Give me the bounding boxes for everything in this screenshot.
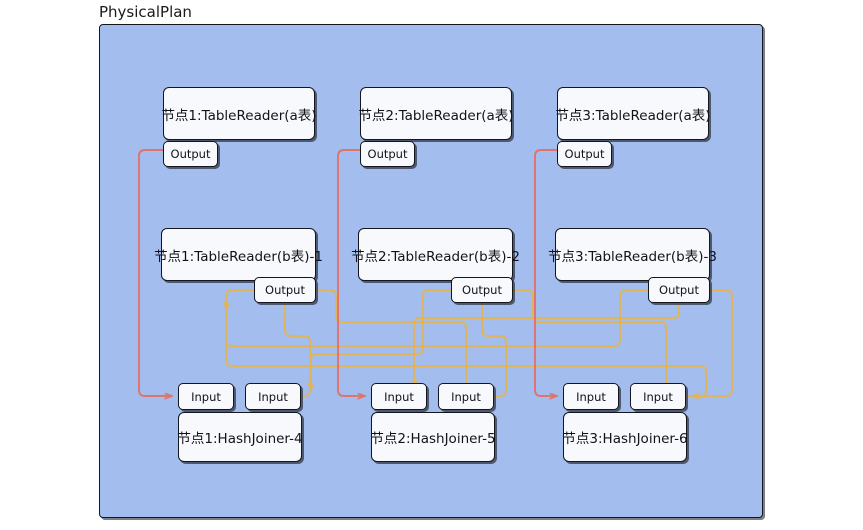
port-input-h3-2-label: Input <box>643 389 673 404</box>
port-output-b1[interactable]: Output <box>254 277 316 303</box>
port-input-h1-2[interactable]: Input <box>245 383 301 410</box>
node-h3[interactable]: 节点3:HashJoiner-6 <box>562 412 688 462</box>
port-output-b2[interactable]: Output <box>451 277 513 303</box>
node-a2-label: 节点2:TableReader(a表) <box>358 107 514 124</box>
port-output-a1-label: Output <box>170 147 211 161</box>
node-a3-label: 节点3:TableReader(a表) <box>555 107 711 124</box>
node-a1-label: 节点1:TableReader(a表) <box>161 107 317 124</box>
port-input-h2-2[interactable]: Input <box>438 383 494 410</box>
port-input-h1-1-label: Input <box>191 389 221 404</box>
node-b3[interactable]: 节点3:TableReader(b表)-3 <box>548 228 717 281</box>
node-b1[interactable]: 节点1:TableReader(b表)-1 <box>154 228 323 281</box>
node-h1[interactable]: 节点1:HashJoiner-4 <box>177 412 303 462</box>
node-b2[interactable]: 节点2:TableReader(b表)-2 <box>351 228 520 281</box>
port-output-a2[interactable]: Output <box>360 141 415 167</box>
node-a1[interactable]: 节点1:TableReader(a表) <box>161 87 317 140</box>
port-output-a2-label: Output <box>367 147 408 161</box>
port-output-a1[interactable]: Output <box>163 141 218 167</box>
port-input-h3-2[interactable]: Input <box>630 383 686 410</box>
node-a3[interactable]: 节点3:TableReader(a表) <box>555 87 711 140</box>
port-input-h3-1-label: Input <box>576 389 606 404</box>
node-h2[interactable]: 节点2:HashJoiner-5 <box>370 412 496 462</box>
node-b2-label: 节点2:TableReader(b表)-2 <box>351 248 520 265</box>
port-input-h2-1[interactable]: Input <box>371 383 427 410</box>
node-b1-label: 节点1:TableReader(b表)-1 <box>154 248 323 265</box>
diagram-title: PhysicalPlan <box>99 3 192 21</box>
node-h3-label: 节点3:HashJoiner-6 <box>562 431 688 447</box>
port-input-h2-2-label: Input <box>451 389 481 404</box>
port-output-b2-label: Output <box>462 283 502 297</box>
port-output-b3[interactable]: Output <box>648 277 710 303</box>
port-output-b1-label: Output <box>265 283 305 297</box>
port-input-h3-1[interactable]: Input <box>563 383 619 410</box>
node-h1-label: 节点1:HashJoiner-4 <box>177 431 303 447</box>
node-a2[interactable]: 节点2:TableReader(a表) <box>358 87 514 140</box>
port-output-a3-label: Output <box>564 147 605 161</box>
port-output-a3[interactable]: Output <box>557 141 612 167</box>
port-input-h2-1-label: Input <box>384 389 414 404</box>
node-b3-label: 节点3:TableReader(b表)-3 <box>548 248 717 265</box>
port-input-h1-1[interactable]: Input <box>178 383 234 410</box>
port-input-h1-2-label: Input <box>258 389 288 404</box>
node-h2-label: 节点2:HashJoiner-5 <box>370 431 496 447</box>
port-output-b3-label: Output <box>659 283 699 297</box>
